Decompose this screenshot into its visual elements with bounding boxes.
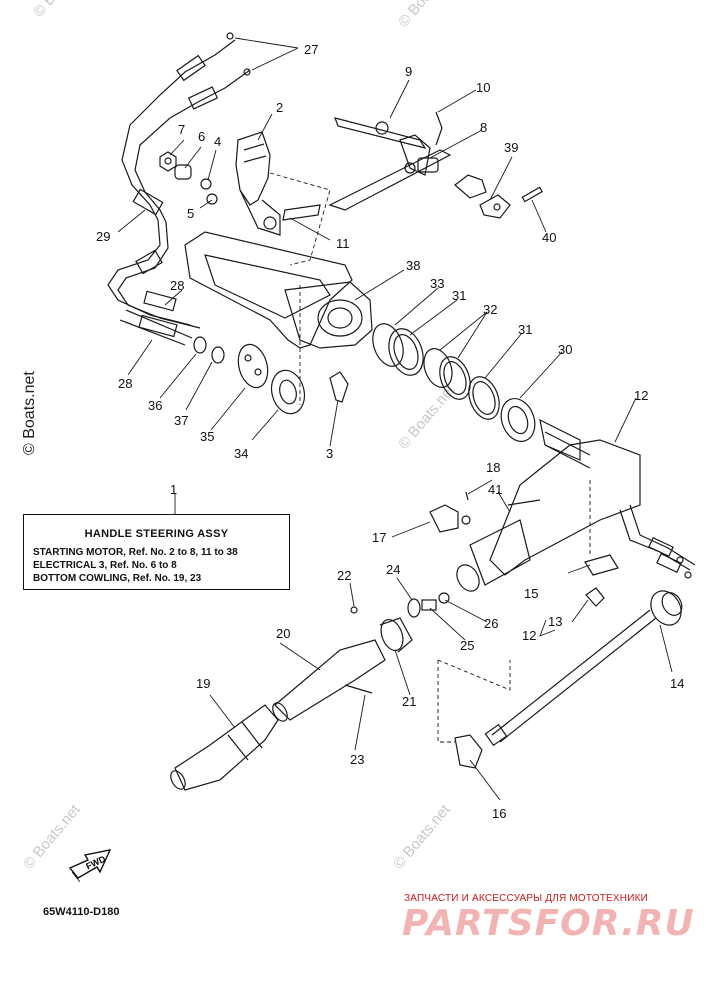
watermark-mid: © Boats.net <box>395 381 459 453</box>
callout-9: 9 <box>405 64 412 79</box>
callout-25: 25 <box>460 638 474 653</box>
info-ref-starting-motor: STARTING MOTOR, Ref. No. 2 to 8, 11 to 3… <box>33 547 238 558</box>
front-parts <box>193 336 349 415</box>
throttle-grip <box>170 617 413 791</box>
watermark-bottom-right: © Boats.net <box>390 801 454 873</box>
callout-38: 38 <box>406 258 420 273</box>
parts-39-40 <box>454 174 543 219</box>
callout-27: 27 <box>304 42 318 57</box>
brand-tagline: ЗАПЧАСТИ И АКСЕССУАРЫ ДЛЯ МОТОТЕХНИКИ <box>404 893 649 904</box>
callout-13: 13 <box>548 614 562 629</box>
callout-31a: 31 <box>452 288 466 303</box>
callout-39: 39 <box>504 140 518 155</box>
leader-lines <box>117 37 673 801</box>
callout-22: 22 <box>337 568 351 583</box>
callout-5: 5 <box>187 206 194 221</box>
callout-21: 21 <box>402 694 416 709</box>
callout-12a: 12 <box>634 388 648 403</box>
callout-28b: 28 <box>118 376 132 391</box>
callout-17: 17 <box>372 530 386 545</box>
callout-30: 30 <box>558 342 572 357</box>
watermark-top-right: © Boats.net <box>395 0 459 31</box>
parts-22-26 <box>350 592 450 618</box>
callout-40: 40 <box>542 230 556 245</box>
callout-28a: 28 <box>170 278 184 293</box>
callout-12b: 12 <box>522 628 536 643</box>
callout-8: 8 <box>480 120 487 135</box>
callout-26: 26 <box>484 616 498 631</box>
callout-4: 4 <box>214 134 221 149</box>
cable-assembly <box>107 32 251 346</box>
callout-6: 6 <box>198 129 205 144</box>
callout-16: 16 <box>492 806 506 821</box>
handle-bracket <box>184 231 373 349</box>
info-box: HANDLE STEERING ASSY STARTING MOTOR, Ref… <box>23 514 290 590</box>
starter-handle <box>235 131 281 236</box>
callout-41: 41 <box>488 482 502 497</box>
callout-33: 33 <box>430 276 444 291</box>
callout-18: 18 <box>486 460 500 475</box>
callout-34: 34 <box>234 446 248 461</box>
shift-linkage <box>328 111 452 211</box>
info-ref-electrical: ELECTRICAL 3, Ref. No. 6 to 8 <box>33 560 177 571</box>
watermark-side: © Boats.net <box>21 371 38 455</box>
rings <box>372 323 536 442</box>
callout-3: 3 <box>326 446 333 461</box>
callout-19: 19 <box>196 676 210 691</box>
callout-23: 23 <box>350 752 364 767</box>
steering-arm <box>456 418 696 592</box>
callout-10: 10 <box>476 80 490 95</box>
watermark-bottom-left: © Boats.net <box>20 801 84 873</box>
callout-15: 15 <box>524 586 538 601</box>
callout-14: 14 <box>670 676 684 691</box>
callout-24: 24 <box>386 562 400 577</box>
callout-37: 37 <box>174 413 188 428</box>
callout-1: 1 <box>170 482 177 497</box>
callout-32: 32 <box>483 302 497 317</box>
parts-17-18-41 <box>429 491 541 533</box>
guide-lines <box>269 172 591 555</box>
diagram-code: 65W4110-D180 <box>43 906 120 918</box>
rod-assembly <box>437 587 683 769</box>
small-fasteners <box>159 151 218 205</box>
callout-36: 36 <box>148 398 162 413</box>
callouts: 27 9 10 2 8 7 6 4 39 5 29 40 11 38 33 28… <box>96 42 684 821</box>
callout-31b: 31 <box>518 322 532 337</box>
fwd-arrow: FWD <box>68 849 112 883</box>
callout-2: 2 <box>276 100 283 115</box>
brand-logo: PARTSFOR.RU <box>402 903 695 944</box>
info-box-title: HANDLE STEERING ASSY <box>84 528 229 540</box>
watermark-top-left: © Boats.net <box>30 0 94 21</box>
info-ref-bottom-cowling: BOTTOM COWLING, Ref. No. 19, 23 <box>33 573 202 584</box>
callout-7: 7 <box>178 122 185 137</box>
callout-11: 11 <box>336 236 350 251</box>
plate-11 <box>282 204 321 221</box>
callout-29: 29 <box>96 229 110 244</box>
callout-20: 20 <box>276 626 290 641</box>
callout-35: 35 <box>200 429 214 444</box>
watermarks: © Boats.net © Boats.net © Boats.net © Bo… <box>20 0 459 873</box>
